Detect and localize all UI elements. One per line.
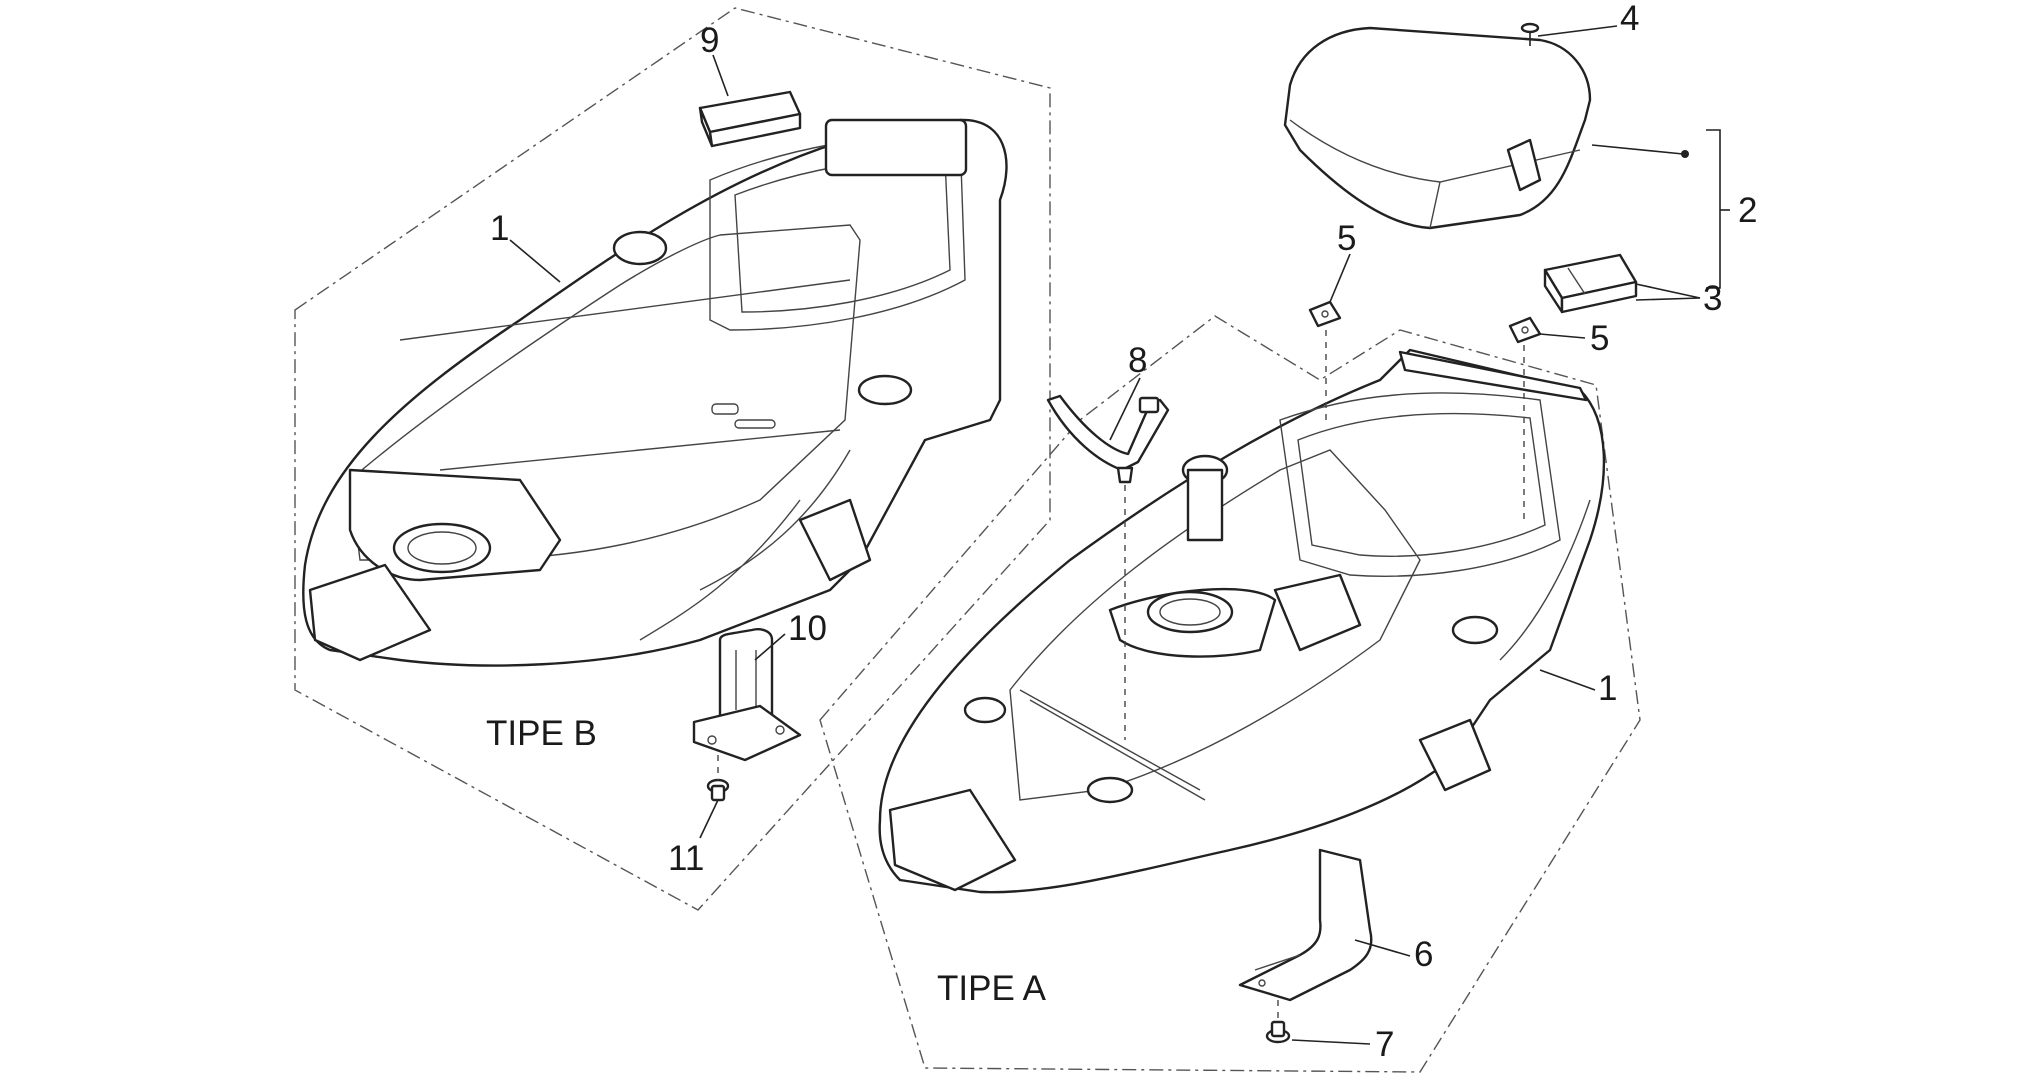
screw-part-4	[1520, 22, 1540, 46]
speed-nut-part-5-upper	[1308, 300, 1342, 328]
callout-2: 2	[1738, 191, 1757, 230]
tipe-b-group-boundary	[294, 7, 1051, 911]
callout-10: 10	[788, 609, 827, 648]
leader-lines	[509, 25, 1730, 1045]
callout-4: 4	[1620, 0, 1639, 38]
screw-part-7	[1265, 1020, 1291, 1044]
callout-6: 6	[1414, 935, 1433, 974]
foam-pad-part-3	[1543, 253, 1638, 314]
callout-11: 11	[668, 839, 704, 878]
speed-nut-part-5-lower	[1508, 316, 1542, 344]
callout-9: 9	[700, 21, 719, 60]
strap-clip-part-8	[1046, 394, 1170, 484]
callout-1-right: 1	[1598, 669, 1617, 708]
callout-1-left: 1	[490, 209, 509, 248]
variant-label-tipe-a: TIPE A	[937, 969, 1047, 1008]
helmet-compartment-tipe-a	[878, 348, 1606, 894]
variant-label-tipe-b: TIPE B	[486, 714, 597, 753]
screw-part-11	[706, 778, 730, 802]
bracket-part-10	[692, 628, 802, 762]
foam-pad-part-9	[698, 90, 802, 148]
compartment-lid-part-2	[1283, 26, 1592, 230]
callout-5-upper: 5	[1337, 219, 1356, 258]
callout-5-lower: 5	[1590, 319, 1609, 358]
callout-8: 8	[1128, 341, 1147, 380]
callout-7: 7	[1375, 1025, 1394, 1064]
callout-3: 3	[1703, 279, 1722, 318]
helmet-compartment-tipe-b	[302, 118, 1008, 667]
shield-bracket-part-6	[1238, 848, 1373, 1002]
